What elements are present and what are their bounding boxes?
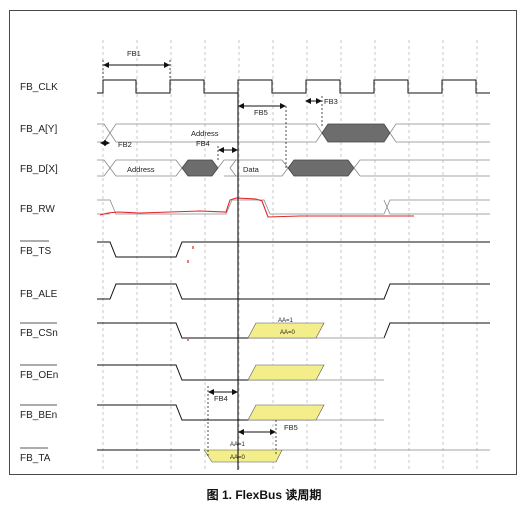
timing-arrows xyxy=(100,62,322,435)
timing-labels: FB1 FB2 FB3 FB4 FB5 FB4 FB5 xyxy=(118,49,338,432)
label-fb5-top: FB5 xyxy=(254,108,268,117)
aa-annotations: AA=1 AA=0 AA=1 AA=0 xyxy=(230,318,296,461)
bus-segment-d-data xyxy=(287,159,355,177)
timing-diagram: FB_CLK FB_A[Y] FB_D[X] FB_RW FB_TS FB_AL… xyxy=(20,40,490,470)
ta-yellow-window xyxy=(203,449,283,463)
waveform-fb-ben xyxy=(97,404,248,421)
signal-label-fb-rw: FB_RW xyxy=(20,204,55,215)
rw-red-trace xyxy=(99,197,414,218)
signal-labels: FB_CLK FB_A[Y] FB_D[X] FB_RW FB_TS FB_AL… xyxy=(20,82,58,464)
waveform-fb-a xyxy=(97,123,490,143)
signal-label-fb-d: FB_D[X] xyxy=(20,164,58,175)
label-fb2: FB2 xyxy=(118,140,132,149)
signal-label-fb-ben: FB_BEn xyxy=(20,410,57,421)
active-low-overbars xyxy=(20,240,57,449)
signal-label-fb-csn: FB_CSn xyxy=(20,328,58,339)
waveform-fb-ts xyxy=(97,241,490,258)
red-marks xyxy=(187,246,194,341)
figure-caption: 图 1. FlexBus 读周期 xyxy=(206,488,322,502)
label-ta-aa1: AA=1 xyxy=(230,442,246,448)
timing-guides xyxy=(102,60,323,456)
diagram-frame xyxy=(9,10,517,475)
label-fb4-top: FB4 xyxy=(196,139,210,148)
label-a-address: Address xyxy=(191,129,219,138)
signal-label-fb-oen: FB_OEn xyxy=(20,370,58,381)
bus-labels: Address Address Data xyxy=(127,129,260,174)
label-fb5-bottom: FB5 xyxy=(284,423,298,432)
ben-yellow-window xyxy=(247,404,325,421)
label-d-data: Data xyxy=(243,165,260,174)
signal-label-fb-ale: FB_ALE xyxy=(20,289,58,300)
label-ta-aa0: AA=0 xyxy=(230,455,246,461)
signal-label-fb-a: FB_A[Y] xyxy=(20,124,57,135)
waveform-fb-rw xyxy=(97,197,490,218)
signal-label-fb-clk: FB_CLK xyxy=(20,82,58,93)
oen-yellow-window xyxy=(247,364,325,381)
label-cs-aa1: AA=1 xyxy=(278,318,294,324)
waveform-fb-oen xyxy=(97,364,248,381)
bus-segment-d-addr xyxy=(181,159,219,177)
label-fb4-bottom: FB4 xyxy=(214,394,228,403)
label-cs-aa0: AA=0 xyxy=(280,330,296,336)
label-fb3: FB3 xyxy=(324,97,338,106)
label-d-address: Address xyxy=(127,165,155,174)
waveform-fb-d xyxy=(97,159,490,177)
bus-segment-a-next xyxy=(321,123,391,143)
waveform-fb-csn xyxy=(97,322,490,339)
csn-yellow-window xyxy=(247,322,325,339)
signal-label-fb-ta: FB_TA xyxy=(20,453,51,464)
waveform-fb-ale xyxy=(97,283,490,300)
label-fb1: FB1 xyxy=(127,49,141,58)
signal-label-fb-ts: FB_TS xyxy=(20,246,51,257)
waveform-fb-clk xyxy=(97,79,490,94)
